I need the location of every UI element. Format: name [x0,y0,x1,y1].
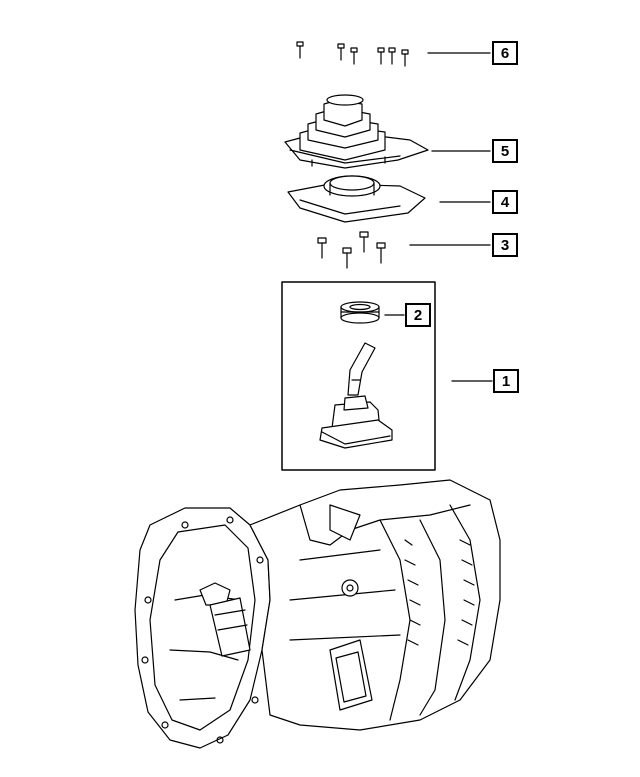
callout-5: 5 [492,139,518,163]
assembly-frame [281,281,436,471]
shift-boot-base [287,175,426,223]
callout-2: 2 [405,303,431,327]
gear-shifter [319,342,393,449]
bolts-group [317,231,386,269]
bolt [317,237,327,259]
screw [388,47,396,65]
screw [401,49,409,67]
bolt [359,231,369,253]
shift-boot [284,94,429,169]
screw [377,47,385,65]
bolt [342,247,352,269]
shift-ring [340,301,380,324]
screw [296,41,304,59]
leader-lines [384,52,493,382]
bolt [376,242,386,264]
callout-4: 4 [492,190,518,214]
screw [350,47,358,65]
callout-3: 3 [492,233,518,257]
transmission [134,479,501,749]
screws-group [296,41,409,67]
screw [337,43,345,61]
callout-1: 1 [493,369,519,393]
callout-6: 6 [492,41,518,65]
